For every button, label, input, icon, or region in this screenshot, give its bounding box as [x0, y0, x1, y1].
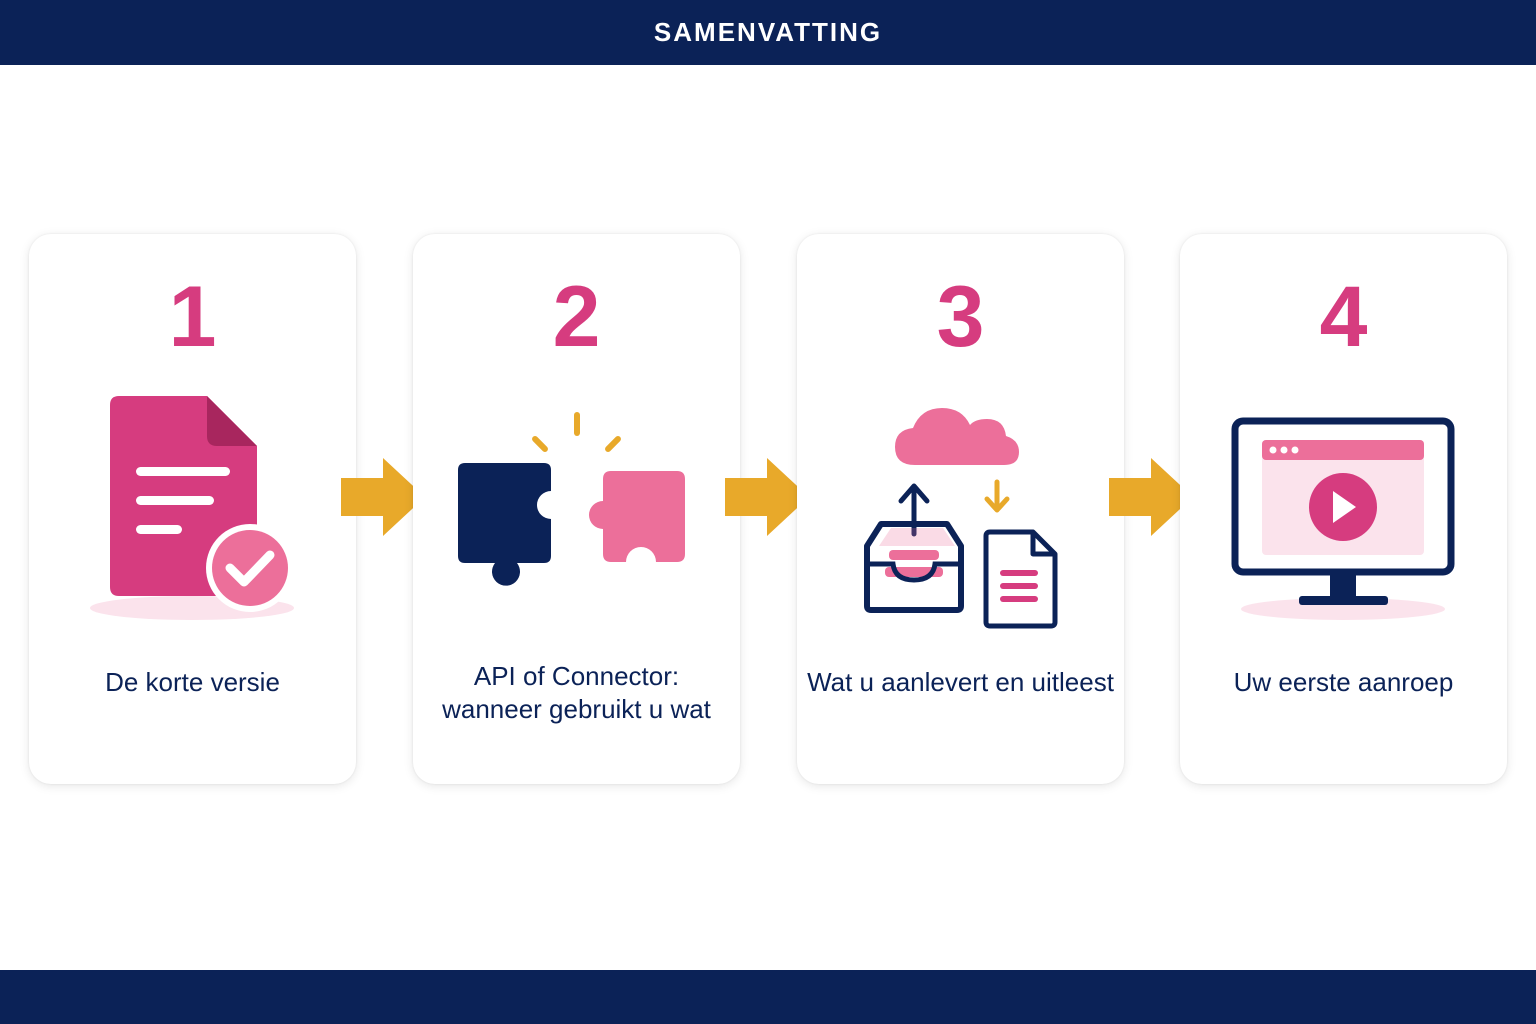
- document-check-icon: [90, 396, 294, 620]
- step-card-2: 2 API of Connector: wanneer gebruikt u w…: [413, 234, 740, 784]
- step-label: API of Connector: wanneer gebruikt u wat: [442, 661, 711, 724]
- header-bar: SAMENVATTING: [0, 0, 1536, 65]
- footer-bar: [0, 970, 1536, 1024]
- step-number: 3: [936, 269, 985, 365]
- step-label: Uw eerste aanroep: [1233, 667, 1454, 697]
- step-label: Wat u aanlevert en uitleest: [807, 667, 1114, 697]
- monitor-video-icon: [1231, 417, 1455, 620]
- step-number: 4: [1319, 269, 1368, 365]
- step-number: 1: [168, 269, 217, 365]
- page-title: SAMENVATTING: [653, 17, 883, 47]
- step-card-1: 1 De korte versie: [29, 234, 356, 784]
- arrow-right-icon: [1109, 458, 1193, 536]
- step-card-3: 3 Wat u aanlevert en uitleest: [797, 234, 1124, 784]
- step-label: De korte versie: [105, 667, 280, 697]
- step-number: 2: [552, 269, 601, 365]
- arrow-right-icon: [725, 458, 809, 536]
- arrow-right-icon: [341, 458, 425, 536]
- step-card-4: 4 Uw eerste aanroep: [1180, 234, 1507, 784]
- puzzle-pieces-icon: [458, 412, 685, 586]
- cloud-upload-download-icon: [864, 408, 1058, 629]
